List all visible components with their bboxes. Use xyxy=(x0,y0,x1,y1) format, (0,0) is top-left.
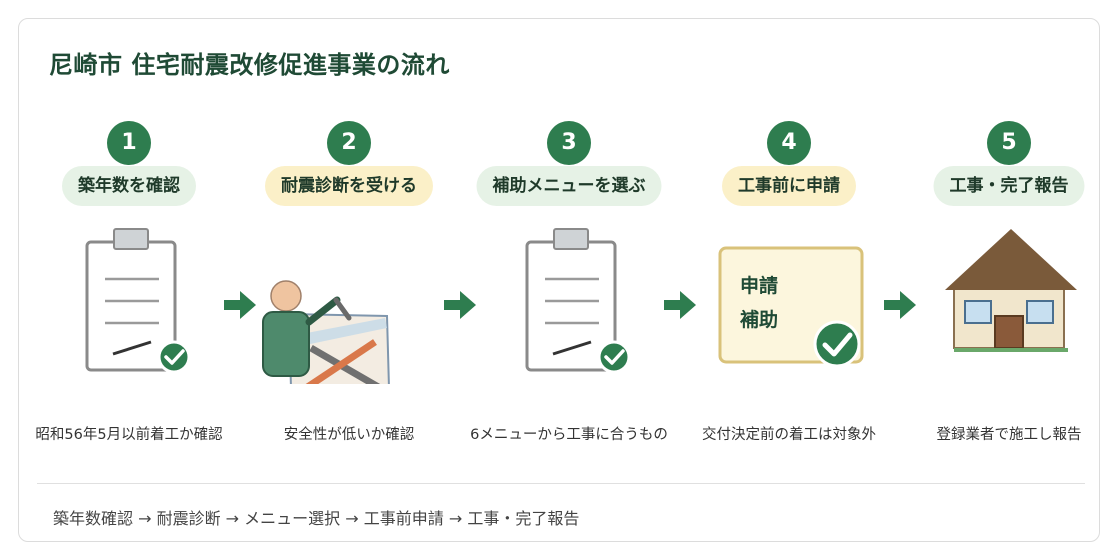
form-text-2: 補助 xyxy=(739,308,778,331)
step-caption-5: 登録業者で施工し報告 xyxy=(936,427,1082,443)
step-number-4: 4 xyxy=(767,121,811,165)
arrow-right-icon xyxy=(444,291,476,319)
step-5: 5 工事・完了報告 登録業者で施工し報告 xyxy=(899,19,1119,479)
step-label-1: 築年数を確認 xyxy=(62,166,196,206)
step-2: 2 耐震診断を受ける 安全性が低いか確認 xyxy=(239,19,459,479)
divider xyxy=(37,483,1085,484)
flow-summary: 築年数確認 → 耐震診断 → メニュー選択 → 工事前申請 → 工事・完了報告 xyxy=(53,509,580,528)
form-text-1: 申請 xyxy=(740,274,778,297)
arrow-right-icon xyxy=(664,291,696,319)
flow-card: 尼崎市 住宅耐震改修促進事業の流れ 1 築年数を確認 昭和56年5月以前着工か確… xyxy=(18,18,1100,542)
step-3: 3 補助メニューを選ぶ 6メニューから工事に合うもの xyxy=(459,19,679,479)
step-number-2: 2 xyxy=(327,121,371,165)
application-form-icon: 申請 補助 xyxy=(718,246,864,368)
step-number-3: 3 xyxy=(547,121,591,165)
page-title: 尼崎市 住宅耐震改修促進事業の流れ xyxy=(49,51,450,79)
step-label-3: 補助メニューを選ぶ xyxy=(476,166,662,206)
step-caption-2: 安全性が低いか確認 xyxy=(283,427,415,443)
step-number-1: 1 xyxy=(107,121,151,165)
step-label-5: 工事・完了報告 xyxy=(933,166,1085,206)
house-icon xyxy=(945,229,1077,352)
step-label-4: 工事前に申請 xyxy=(722,166,856,206)
inspector-icon xyxy=(262,280,390,384)
clipboard-check-icon xyxy=(525,228,631,374)
step-4: 4 工事前に申請 申請 補助 交付決定前の着工は対象外 xyxy=(679,19,899,479)
step-caption-3: 6メニューから工事に合うもの xyxy=(470,427,668,443)
step-1: 1 築年数を確認 昭和56年5月以前着工か確認 xyxy=(19,19,239,479)
step-number-5: 5 xyxy=(987,121,1031,165)
arrow-right-icon xyxy=(224,291,256,319)
step-caption-4: 交付決定前の着工は対象外 xyxy=(702,427,876,443)
arrow-right-icon xyxy=(884,291,916,319)
step-caption-1: 昭和56年5月以前着工か確認 xyxy=(35,427,223,443)
step-label-2: 耐震診断を受ける xyxy=(265,166,433,206)
clipboard-check-icon xyxy=(85,228,191,374)
